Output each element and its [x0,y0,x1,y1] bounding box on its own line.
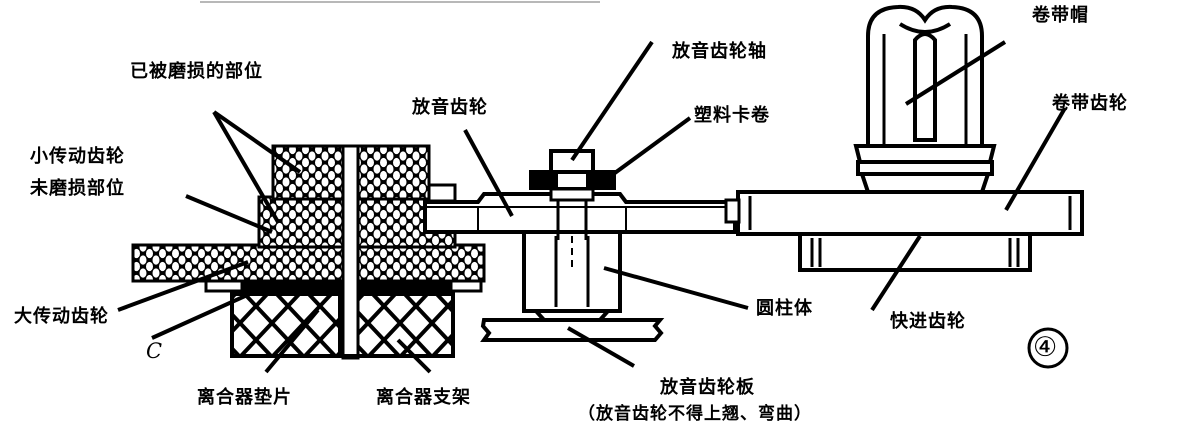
leader-lines [117,40,1067,374]
reel-cap-collar-upper [853,144,997,164]
label-fast-forward-gear: 快进齿轮 [890,311,966,332]
label-small-drive-gear-line2: 未磨损部位 [30,178,125,199]
large-drive-gear [131,243,486,283]
drive-shaft [341,144,360,360]
gear-hub-top [271,144,431,201]
tape-reel-gear [736,190,1084,236]
leader-cylinder-body [603,266,749,310]
reel-cap-collar-mid [856,160,994,176]
leader-plastic-clip [606,116,692,180]
leader-tape-reel-gear [1004,106,1067,212]
fast-forward-gear-ticks [810,238,1020,267]
label-play-gear: 放音齿轮 [412,97,488,118]
leader-fast-forward-gear [870,234,922,312]
leader-clutch-washer [264,308,320,374]
tape-reel-cap-center-slot [913,32,937,142]
label-tape-reel-cap: 卷带帽 [1032,5,1089,26]
label-large-drive-gear: 大传动齿轮 [14,306,109,327]
label-point-c: C [146,339,163,363]
label-play-gear-plate: 放音齿轮板 [660,377,755,398]
leader-tape-reel-cap [904,40,1007,106]
center-play-gear-assembly [423,149,737,342]
leader-play-gear-shaft [570,40,654,162]
leader-point-c [151,286,264,340]
left-gear-assembly [131,144,486,360]
label-tape-reel-gear: 卷带齿轮 [1052,93,1128,114]
gear-shoulder-step [427,183,457,203]
label-cylinder-body: 圆柱体 [756,298,813,319]
leader-worn-area-a [212,110,302,174]
reel-cap-collar-lower [859,172,991,194]
label-play-gear-plate-note: （放音齿轮不得上翘、弯曲） [578,404,812,424]
play-gear-flange-ticks [477,207,627,232]
tape-reel-gear-end-ticks [748,196,1072,230]
leader-clutch-bracket [396,338,432,374]
cylinder-body [522,230,622,313]
label-plastic-clip: 塑料卡卷 [694,105,770,126]
leader-worn-area-b [212,110,280,224]
cylinder-body-flutes [554,236,590,307]
label-small-drive-gear-line1: 小传动齿轮 [30,146,125,167]
label-worn-area: 已被磨损的部位 [130,61,263,82]
fast-forward-gear [798,232,1032,272]
plastic-clip-window [558,174,586,187]
figure-number-circle [1027,327,1069,369]
leader-large-drive-gear [117,260,249,312]
leader-play-gear [463,129,514,217]
right-reel-assembly [724,4,1084,272]
tape-reel-gear-left-stub [724,198,741,224]
figure-number: ④ [1033,332,1058,363]
shaft-through-lines [556,200,588,240]
label-clutch-washer: 离合器垫片 [197,387,292,408]
label-clutch-bracket: 离合器支架 [376,387,471,408]
label-play-gear-shaft: 放音齿轮轴 [672,41,767,62]
shaft-neck [549,187,595,202]
leader-small-drive-gear [185,194,273,234]
leader-play-gear-plate [567,326,635,368]
